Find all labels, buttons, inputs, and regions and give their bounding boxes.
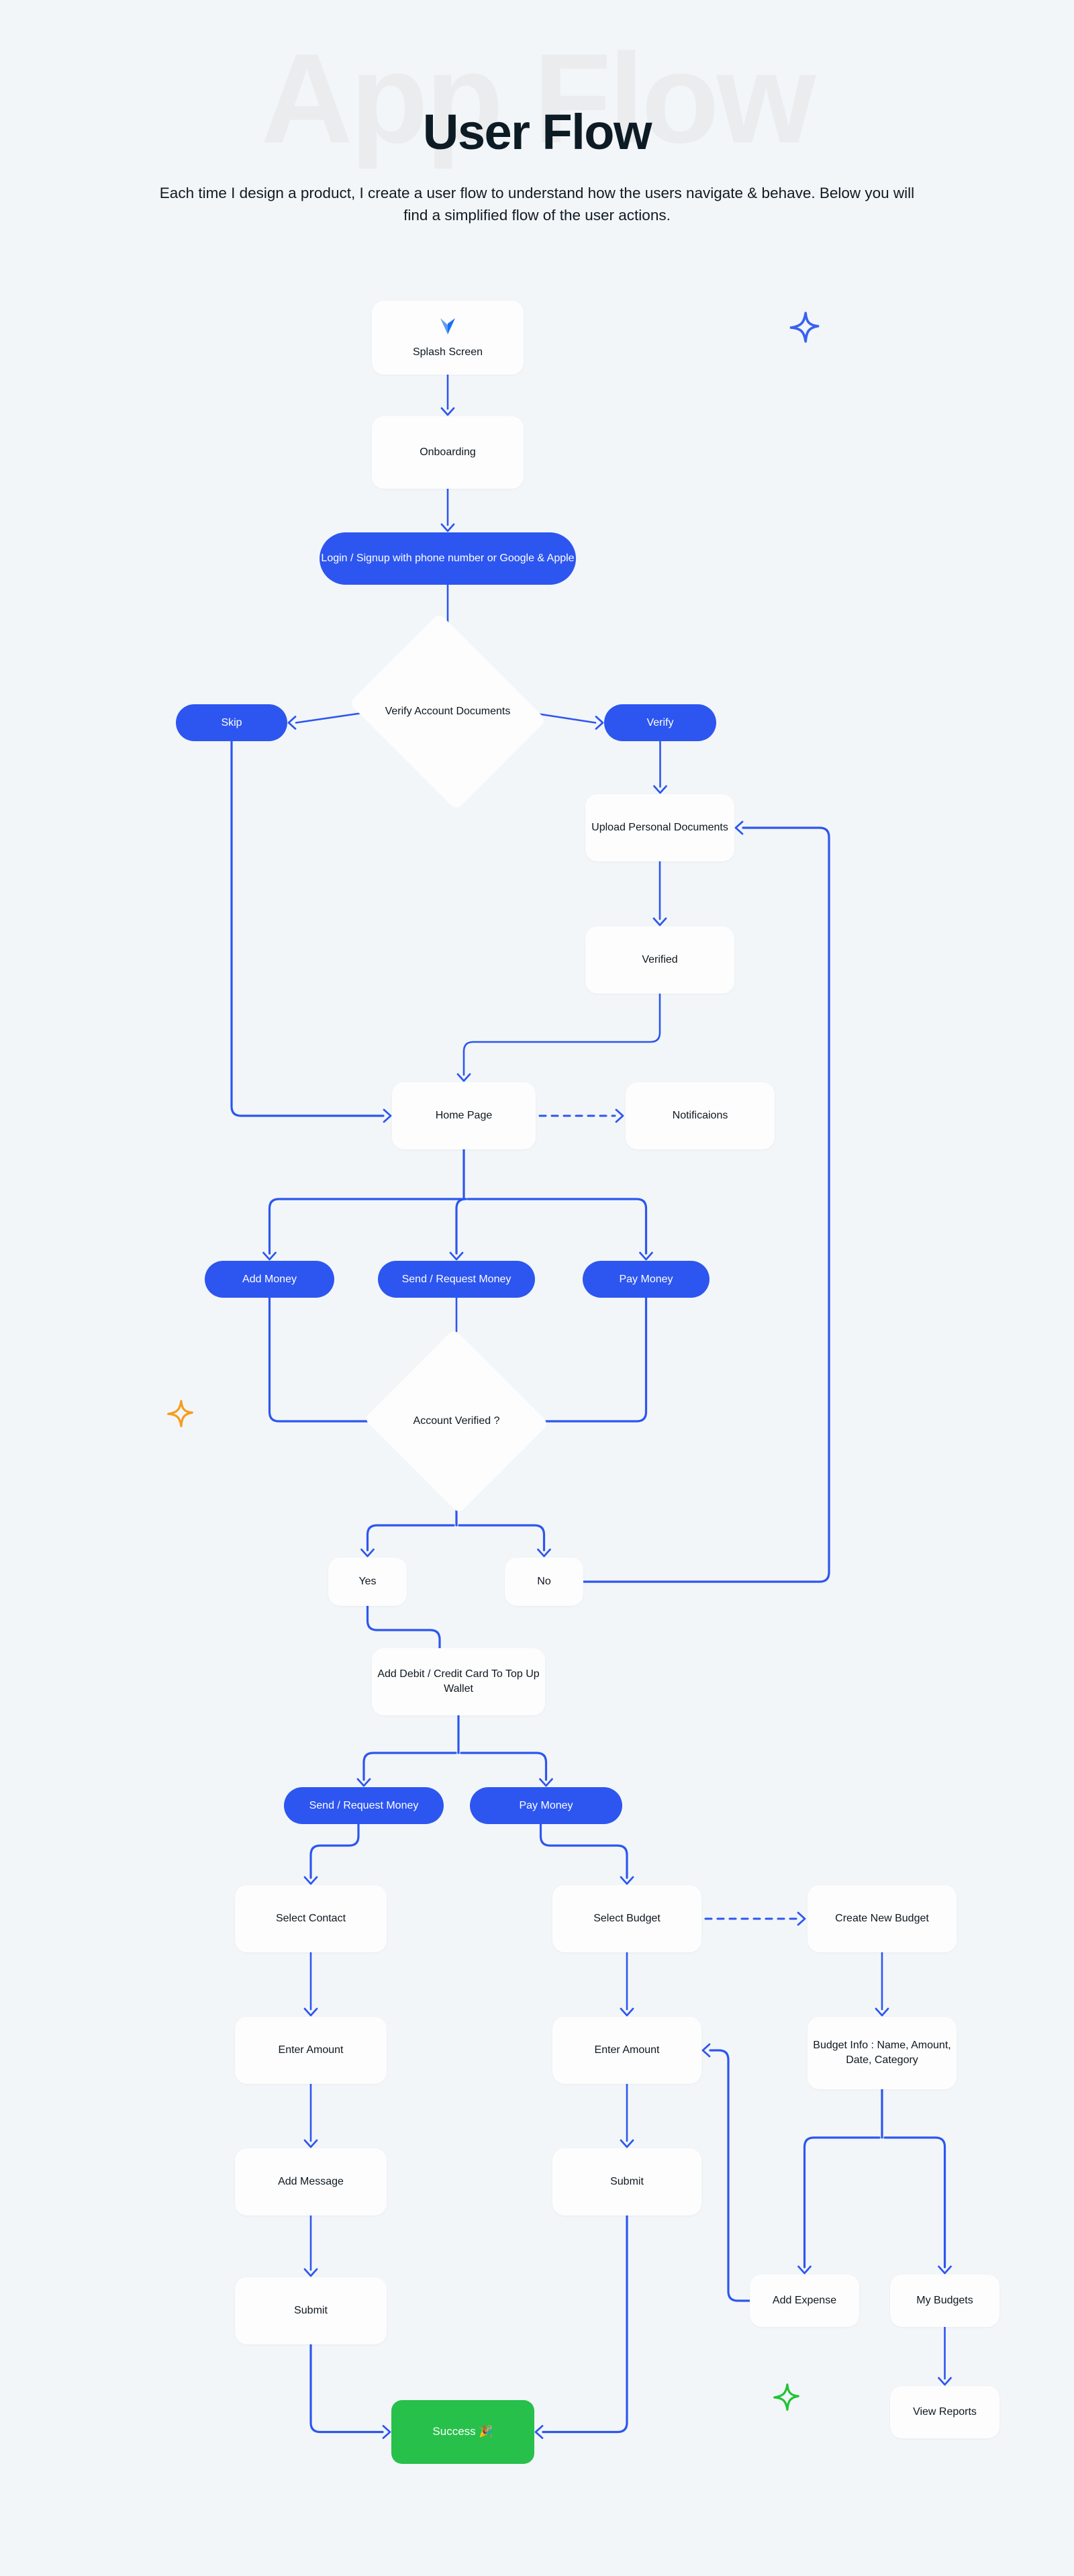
flow-node-label: Skip	[221, 716, 242, 728]
flow-node-verify-docs[interactable]: Verify Account Documents	[348, 612, 547, 811]
flow-node-label: Verify	[646, 716, 674, 728]
flow-node-label: Enter Amount	[278, 2044, 344, 2056]
flow-node-label: Notificaions	[672, 1110, 728, 1122]
flow-node-label: Splash Screen	[412, 346, 483, 358]
page-title: User Flow	[422, 103, 652, 160]
page-subtitle: Each time I design a product, I create a…	[159, 184, 915, 224]
flow-node-label: My Budgets	[916, 2295, 973, 2307]
flow-node-label: No	[537, 1576, 551, 1588]
flow-node-yes[interactable]: Yes	[328, 1558, 407, 1606]
flow-node-add-expense[interactable]: Add Expense	[750, 2275, 859, 2327]
flow-node-notifications[interactable]: Notificaions	[626, 1082, 775, 1149]
flow-node-label: Verify Account Documents	[385, 706, 511, 718]
flow-node-label: Budget Info : Name, Amount, Date, Catego…	[813, 2040, 951, 2066]
flow-node-home[interactable]: Home Page	[392, 1082, 536, 1149]
flow-node-label: Yes	[358, 1576, 377, 1588]
flow-node-no[interactable]: No	[505, 1558, 583, 1606]
flow-node-acct-verified[interactable]: Account Verified ?	[364, 1329, 549, 1514]
sparkle-icon	[771, 2382, 801, 2416]
flow-node-create-budget[interactable]: Create New Budget	[808, 1885, 957, 1952]
flow-node-label: Onboarding	[420, 446, 476, 459]
flow-node-label: Select Contact	[275, 1913, 346, 1925]
flow-node-label: Account Verified ?	[413, 1415, 500, 1427]
flow-node-select-contact[interactable]: Select Contact	[235, 1885, 387, 1952]
flow-node-splash[interactable]: Splash Screen	[372, 301, 524, 375]
flow-node-label: Add Expense	[772, 2295, 837, 2307]
flow-node-enter-amt-2[interactable]: Enter Amount	[552, 2017, 701, 2084]
flow-node-label: Pay Money	[519, 1799, 573, 1811]
flow-node-view-reports[interactable]: View Reports	[890, 2386, 999, 2438]
flow-node-budget-info[interactable]: Budget Info : Name, Amount, Date, Catego…	[808, 2017, 957, 2089]
flow-node-label: Select Budget	[593, 1913, 661, 1925]
flow-node-verified[interactable]: Verified	[585, 926, 734, 994]
flow-node-label: Pay Money	[619, 1273, 673, 1285]
flow-node-my-budgets[interactable]: My Budgets	[890, 2275, 999, 2327]
flow-node-label: Upload Personal Documents	[591, 822, 728, 834]
flow-node-success[interactable]: Success 🎉	[391, 2400, 534, 2464]
sparkle-icon	[164, 1398, 195, 1433]
flow-node-pay-money-2[interactable]: Pay Money	[470, 1787, 622, 1824]
flow-node-skip[interactable]: Skip	[176, 704, 287, 741]
flow-node-label: Add Debit / Credit Card To Top Up Wallet	[377, 1668, 540, 1695]
app-logo-v-icon	[439, 316, 456, 341]
flow-node-add-card[interactable]: Add Debit / Credit Card To Top Up Wallet	[372, 1648, 545, 1715]
flow-node-label: Send / Request Money	[309, 1799, 419, 1811]
flow-node-send-req-1[interactable]: Send / Request Money	[378, 1261, 535, 1298]
flow-node-label: Verified	[642, 954, 678, 966]
sparkle-icon	[787, 310, 822, 348]
flow-node-label: Login / Signup with phone number or Goog…	[321, 553, 575, 565]
flow-node-pay-money-1[interactable]: Pay Money	[583, 1261, 710, 1298]
flow-node-label: View Reports	[913, 2406, 977, 2418]
flow-node-label: Send / Request Money	[401, 1273, 511, 1285]
flow-node-label: Enter Amount	[594, 2044, 660, 2056]
flow-node-verify[interactable]: Verify	[604, 704, 716, 741]
page-header: App Flow User Flow Each time I design a …	[0, 0, 1074, 269]
flow-node-label: Home Page	[435, 1110, 493, 1122]
flow-node-login[interactable]: Login / Signup with phone number or Goog…	[320, 532, 576, 585]
flow-node-add-message[interactable]: Add Message	[235, 2148, 387, 2215]
flow-node-onboarding[interactable]: Onboarding	[372, 416, 524, 489]
flow-node-label: Create New Budget	[835, 1913, 929, 1925]
flow-node-label: Submit	[610, 2176, 644, 2188]
flow-node-send-req-2[interactable]: Send / Request Money	[284, 1787, 444, 1824]
flow-node-label: Submit	[294, 2305, 328, 2317]
flow-node-label: Success 🎉	[432, 2425, 493, 2438]
flow-node-enter-amt-1[interactable]: Enter Amount	[235, 2017, 387, 2084]
flow-node-add-money[interactable]: Add Money	[205, 1261, 334, 1298]
flow-node-select-budget[interactable]: Select Budget	[552, 1885, 701, 1952]
flow-node-label: Add Money	[242, 1273, 297, 1285]
flow-node-submit-1[interactable]: Submit	[235, 2277, 387, 2344]
flow-node-upload-docs[interactable]: Upload Personal Documents	[585, 794, 734, 861]
watermark-text: App Flow	[260, 28, 816, 170]
flow-node-submit-2[interactable]: Submit	[552, 2148, 701, 2215]
flow-node-label: Add Message	[278, 2176, 344, 2188]
